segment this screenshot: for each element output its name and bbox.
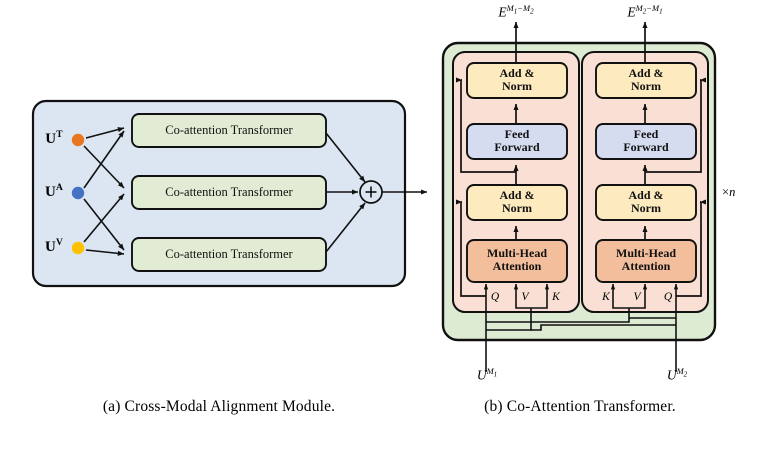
block-add-norm-top-left-label: Add &Norm <box>499 66 535 94</box>
block-multihead-attention-left <box>466 239 568 283</box>
qkv-label-right-k: K <box>602 291 610 303</box>
caption-panel-a: (a) Cross-Modal Alignment Module. <box>102 398 336 415</box>
input-label-left: UM1 <box>476 366 498 383</box>
block-add-norm-bottom-right <box>595 184 697 221</box>
input-routing <box>485 300 677 372</box>
dot-text <box>71 133 85 147</box>
output-label-left: EM1−M2 <box>498 3 534 20</box>
coattention-box-3 <box>131 237 327 272</box>
coattention-box-1 <box>131 113 327 148</box>
output-label-right: EM2−M1 <box>627 3 663 20</box>
right-stream-connectors <box>642 21 707 297</box>
block-multihead-attention-right <box>595 239 697 283</box>
block-feed-forward-left <box>466 123 568 160</box>
block-add-norm-bottom-left <box>466 184 568 221</box>
right-stream-blocks <box>595 62 697 283</box>
modality-label-audio: UA <box>44 183 64 200</box>
modality-dots <box>71 133 85 255</box>
block-add-norm-top-right <box>595 62 697 99</box>
coattention-box-1-label: Co-attention Transformer <box>165 123 293 137</box>
caption-panel-b: (b) Co-Attention Transformer. <box>484 398 676 415</box>
input-label-right: UM2 <box>666 366 688 383</box>
left-stream-connectors <box>455 21 519 297</box>
left-stream-blocks <box>466 62 568 283</box>
block-feed-forward-right <box>595 123 697 160</box>
modality-label-visual: UV <box>44 238 64 255</box>
qkv-label-right-v: V <box>633 291 641 303</box>
block-add-norm-bottom-right-label: Add &Norm <box>628 188 664 216</box>
block-add-norm-bottom-left-label: Add &Norm <box>499 188 535 216</box>
block-add-norm-top-left <box>466 62 568 99</box>
modality-label-text: UT <box>45 130 63 147</box>
coattention-box-3-label: Co-attention Transformer <box>165 247 293 261</box>
sum-node <box>359 180 383 204</box>
qkv-label-left-v: V <box>521 291 529 303</box>
coattention-box-2-label: Co-attention Transformer <box>165 185 293 199</box>
panel-a-merge-edges <box>325 132 366 253</box>
qkv-label-right-q: Q <box>663 291 673 303</box>
qkv-connectors <box>483 283 679 325</box>
repeat-annotation: ×n <box>722 185 736 199</box>
block-add-norm-top-right-label: Add &Norm <box>628 66 664 94</box>
qkv-label-left-k: K <box>552 291 560 303</box>
panel-a-edges <box>83 127 125 256</box>
dot-audio <box>71 186 85 200</box>
coattention-boxes <box>131 113 327 272</box>
qkv-label-left-q: Q <box>490 291 500 303</box>
dot-visual <box>71 241 85 255</box>
